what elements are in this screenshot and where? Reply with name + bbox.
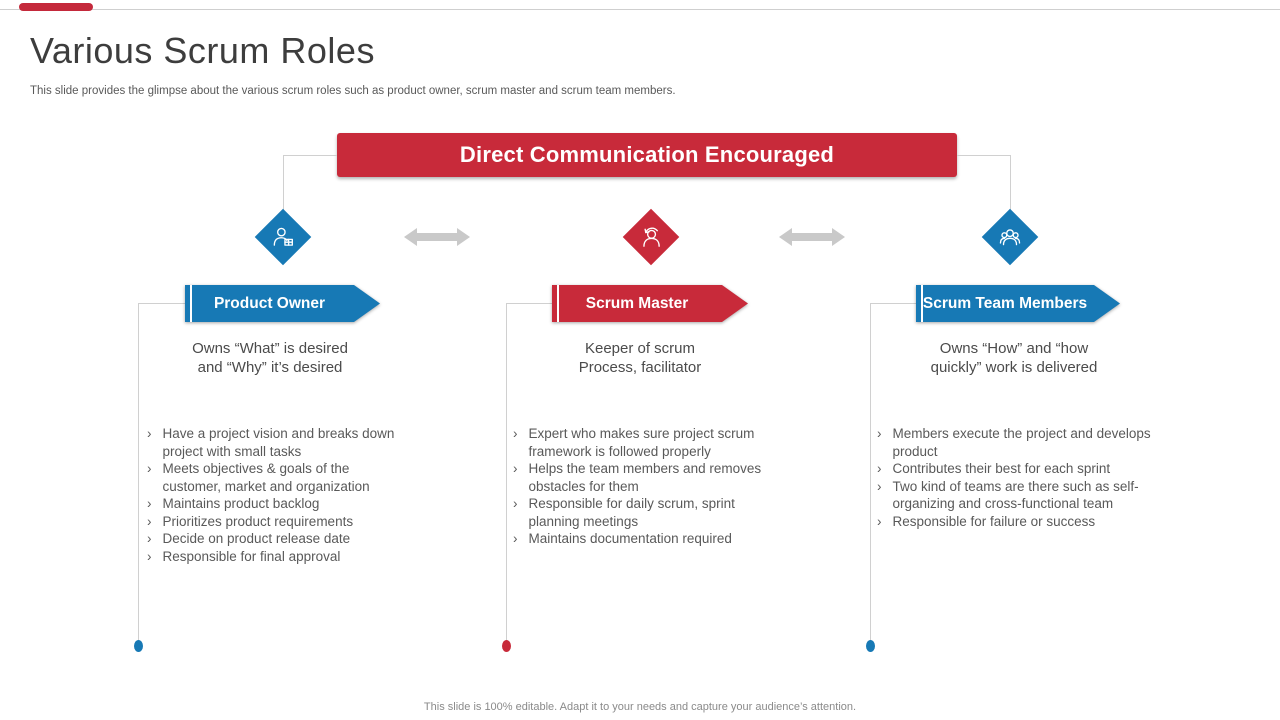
bullet-item: › Maintains documentation required [513,530,779,548]
bullet-item: › Prioritizes product requirements [147,513,397,531]
column1-connector-vertical [138,303,139,646]
scrum-master-ribbon-label: Scrum Master [585,294,689,312]
bullet-text: Contributes their best for each sprint [892,461,1111,476]
bullet-item: › Members execute the project and develop… [877,425,1153,460]
chevron-bullet-icon: › [877,461,882,476]
connector-left-horizontal [283,155,337,156]
bullet-text: Responsible for final approval [162,548,341,564]
bullet-text: Members execute the project and develops… [892,426,1151,459]
chevron-bullet-icon: › [877,513,882,529]
bullet-text: Two kind of teams are there such as self… [892,478,1139,512]
communication-banner-label: Direct Communication Encouraged [459,142,835,167]
bullet-text: Maintains documentation required [528,531,732,546]
communication-banner: Direct Communication Encouraged [337,133,957,177]
chevron-bullet-icon: › [513,496,518,511]
chevron-bullet-icon: › [147,426,152,441]
column2-connector-horizontal [506,303,552,304]
product-owner-icon [273,227,293,246]
product-owner-summary: Owns “What” is desired and “Why” it’s de… [192,340,348,376]
scrum-master-icon [643,227,660,247]
product-owner-diamond [254,208,312,266]
bullet-text: Have a project vision and breaks down pr… [162,426,395,459]
product-owner-ribbon-label: Product Owner [213,294,326,312]
chevron-bullet-icon: › [513,426,518,441]
column1-end-dot [134,640,143,652]
chevron-bullet-icon: › [513,531,518,546]
scrum-master-bullet-list: › Expert who makes sure project scrum fra… [513,425,779,548]
bullet-text: Decide on product release date [162,531,351,546]
double-arrow-icon [779,228,845,246]
bullet-text: Expert who makes sure project scrum fram… [528,426,755,459]
chevron-bullet-icon: › [877,478,882,494]
bullet-text: Responsible for daily scrum, sprint plan… [528,496,735,529]
bullet-item: › Responsible for final approval [147,548,397,566]
scrum-master-ribbon: Scrum Master [552,285,748,322]
team-members-ribbon: Scrum Team Members [916,285,1120,322]
chevron-bullet-icon: › [147,531,152,546]
connector-right-horizontal [957,155,1011,156]
column2-connector-vertical [506,303,507,646]
slide-subtitle: This slide provides the glimpse about th… [30,85,676,97]
bullet-item: › Responsible for failure or success [877,513,1153,531]
scrum-master-summary: Keeper of scrum Process, facilitator [578,340,702,376]
scrum-master-diamond [622,208,680,266]
bullet-item: › Meets objectives & goals of the custome… [147,460,397,495]
accent-dash [19,3,93,11]
bullet-item: › Two kind of teams are there such as sel… [877,478,1153,513]
column1-connector-horizontal [138,303,185,304]
team-members-bullet-list: › Members execute the project and develop… [877,425,1153,530]
bullet-item: › Have a project vision and breaks down p… [147,425,397,460]
column2-end-dot [502,640,511,652]
bullet-text: Meets objectives & goals of the customer… [162,461,370,494]
bullet-item: › Contributes their best for each sprint [877,460,1153,478]
product-owner-ribbon: Product Owner [185,285,380,322]
bullet-item: › Decide on product release date [147,530,397,548]
bullet-text: Prioritizes product requirements [162,513,354,529]
chevron-bullet-icon: › [147,461,152,476]
chevron-bullet-icon: › [147,548,152,564]
chevron-bullet-icon: › [877,426,882,441]
bullet-item: › Expert who makes sure project scrum fra… [513,425,779,460]
column3-connector-vertical [870,303,871,646]
connector-left-vertical [283,155,284,213]
product-owner-bullet-list: › Have a project vision and breaks down p… [147,425,397,565]
team-members-diamond [981,208,1039,266]
team-members-summary: Owns “How” and “how quickly” work is del… [930,340,1098,376]
column3-connector-horizontal [870,303,916,304]
chevron-bullet-icon: › [147,513,152,529]
chevron-bullet-icon: › [513,461,518,476]
double-arrow-icon [404,228,470,246]
bullet-text: Maintains product backlog [162,496,320,511]
editable-note: This slide is 100% editable. Adapt it to… [423,701,857,713]
top-divider-line [0,9,1280,10]
chevron-bullet-icon: › [147,496,152,511]
connector-right-vertical [1010,155,1011,213]
page-title: Various Scrum Roles [30,30,375,71]
bullet-item: › Maintains product backlog [147,495,397,513]
column3-end-dot [866,640,875,652]
bullet-text: Responsible for failure or success [892,513,1096,529]
team-members-icon [999,229,1021,246]
bullet-text: Helps the team members and removes obsta… [528,461,762,494]
bullet-item: › Responsible for daily scrum, sprint pla… [513,495,779,530]
bullet-item: › Helps the team members and removes obst… [513,460,779,495]
team-members-ribbon-label: Scrum Team Members [922,294,1088,312]
